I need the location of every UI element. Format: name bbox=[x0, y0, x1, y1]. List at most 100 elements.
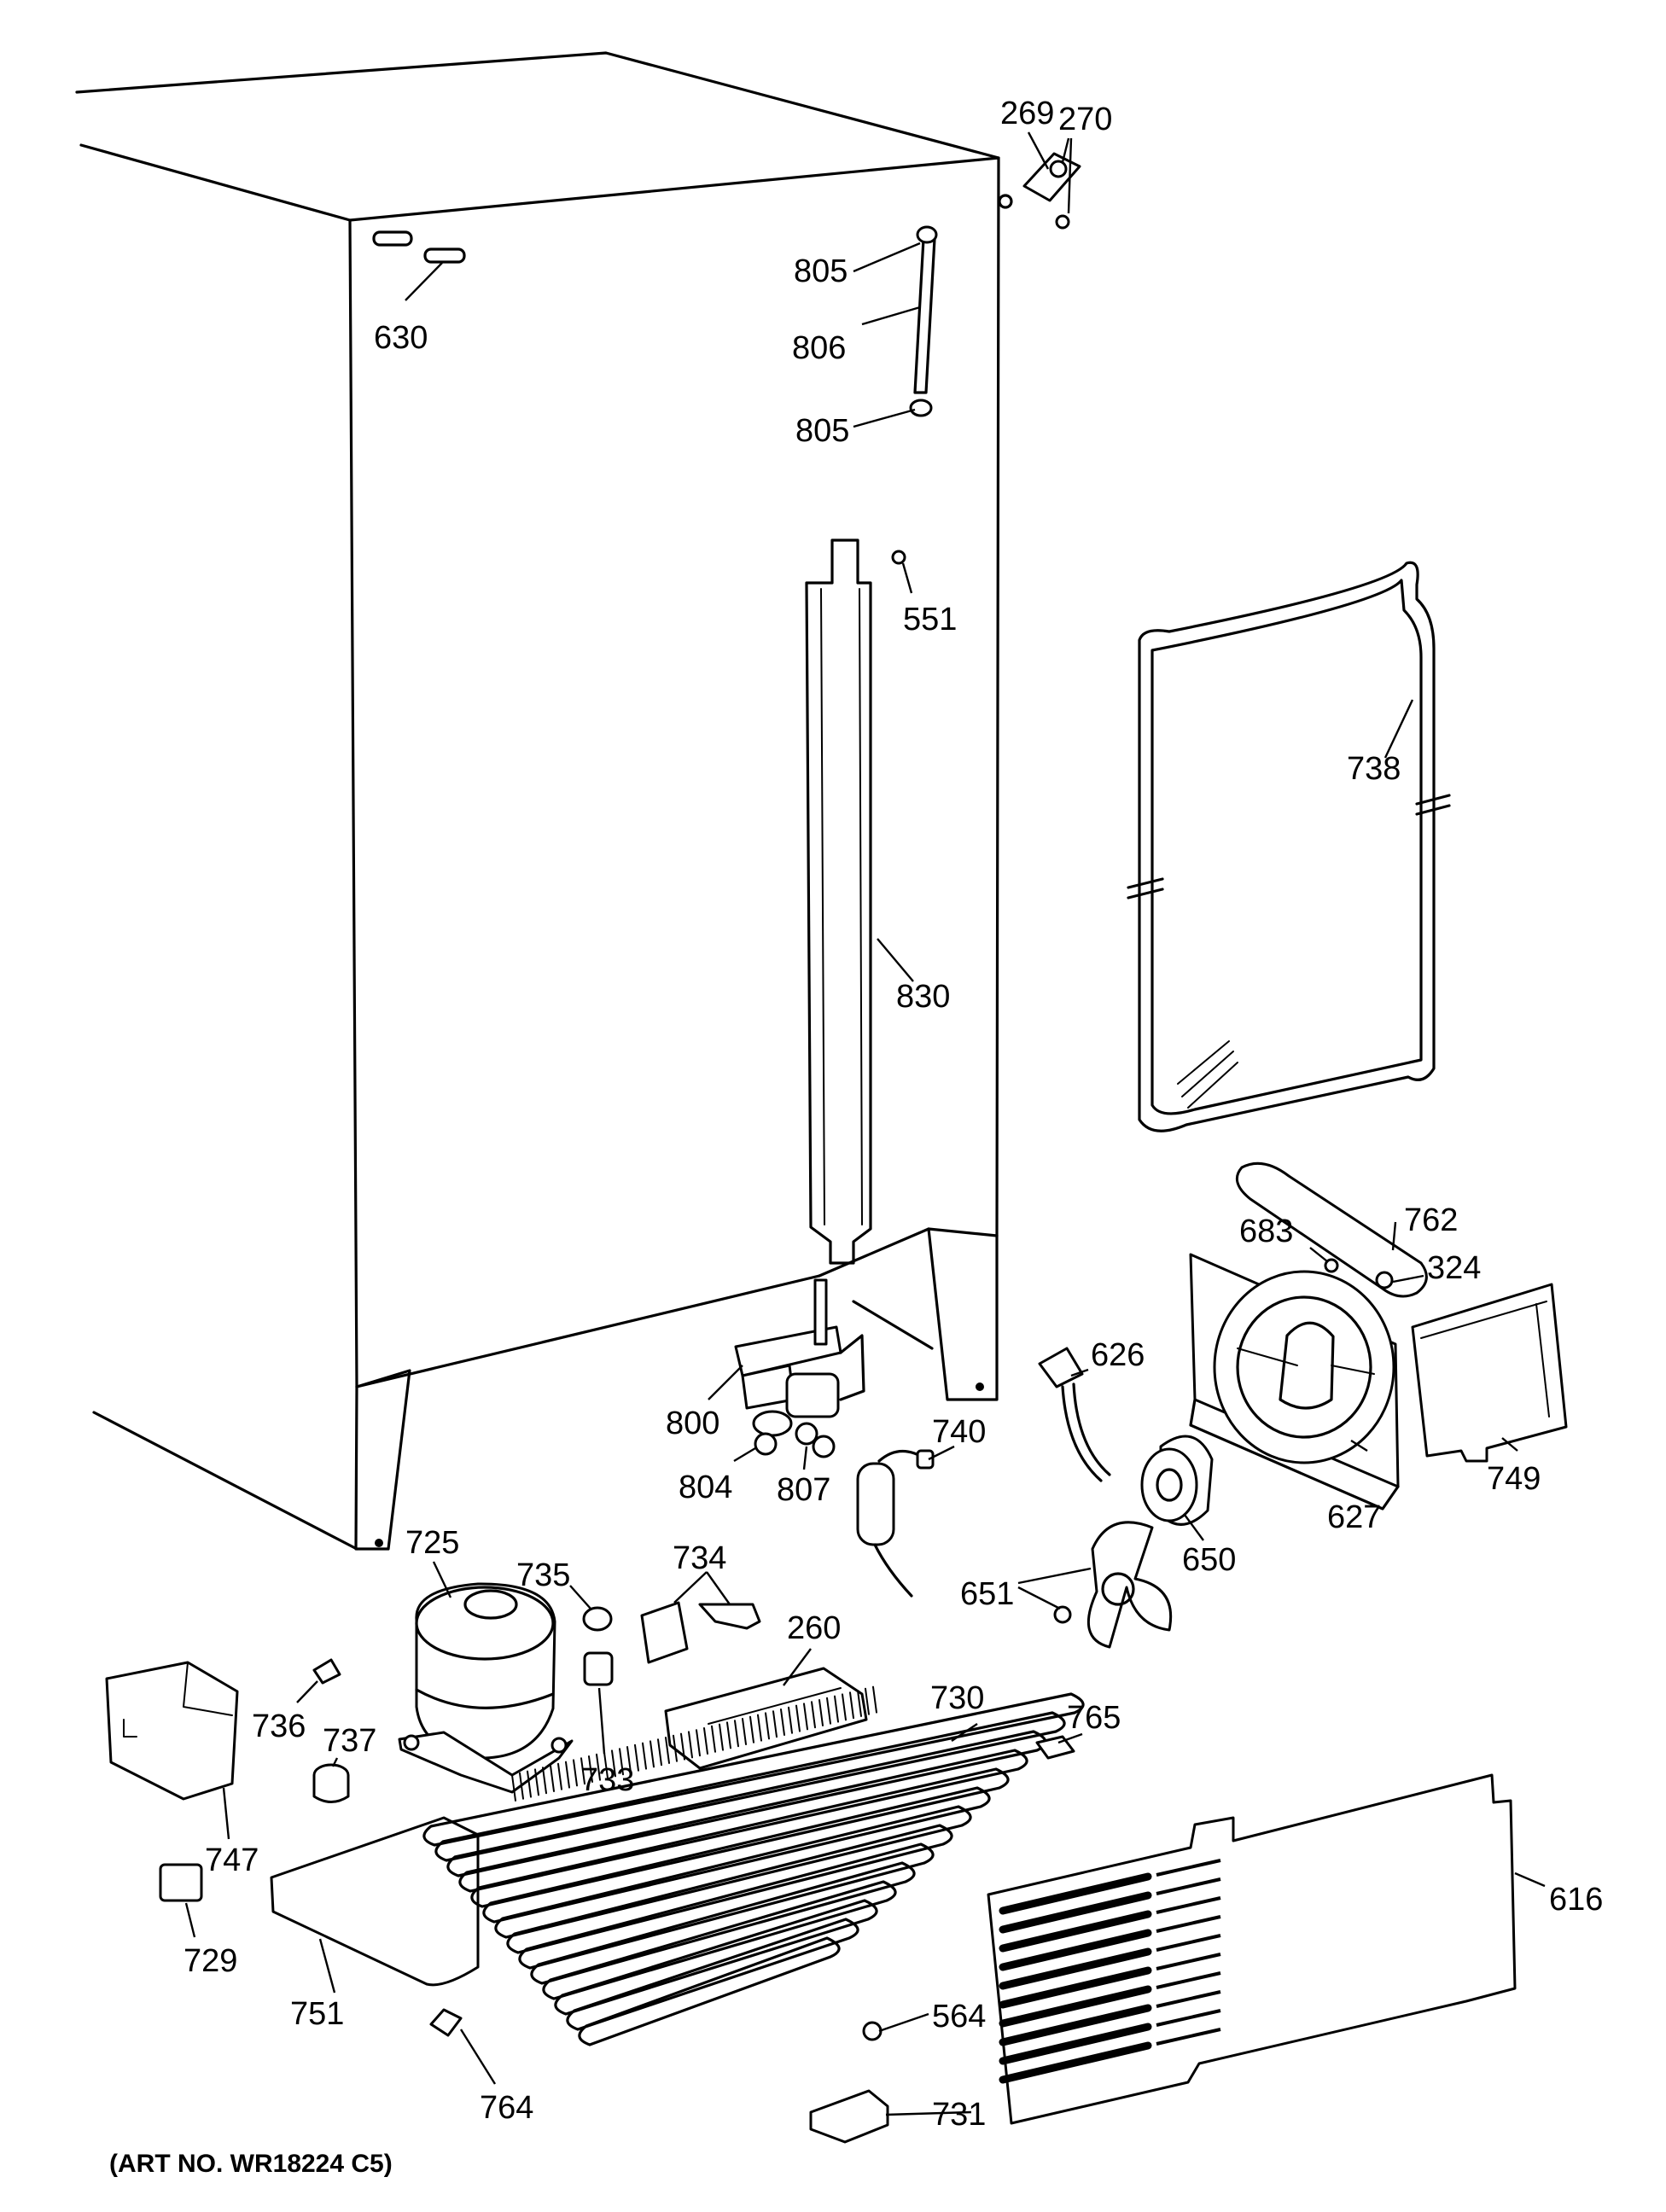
coil-fin bbox=[818, 1699, 824, 1726]
grille-slot bbox=[999, 2041, 1152, 2084]
coil-fin bbox=[749, 1715, 754, 1743]
coil-fin bbox=[742, 1718, 747, 1745]
label-805-top: 805 bbox=[794, 253, 848, 289]
coil-fin bbox=[680, 1732, 685, 1761]
grille-slots bbox=[999, 1859, 1221, 2084]
coil-fin bbox=[550, 1765, 555, 1792]
coil-fin bbox=[665, 1737, 670, 1764]
coil-loop bbox=[542, 1880, 897, 2000]
grille-slot bbox=[999, 1872, 1152, 1915]
coil-fin bbox=[696, 1729, 701, 1757]
part-740-capacitor bbox=[856, 1449, 935, 1598]
label-735: 735 bbox=[516, 1557, 570, 1593]
label-260: 260 bbox=[787, 1610, 841, 1646]
coil-fin bbox=[511, 1774, 516, 1802]
part-729-relay bbox=[159, 1863, 203, 1902]
part-807-fitting bbox=[795, 1422, 818, 1446]
coil-fin bbox=[565, 1761, 570, 1789]
coil-loop bbox=[470, 1767, 1010, 1908]
coil-loop bbox=[494, 1805, 972, 1939]
label-324: 324 bbox=[1427, 1250, 1481, 1286]
label-616: 616 bbox=[1549, 1882, 1603, 1918]
part-labels: 269 270 805 806 805 630 551 738 830 762 … bbox=[183, 96, 1603, 2133]
coil-fin bbox=[719, 1723, 724, 1751]
label-651: 651 bbox=[960, 1576, 1014, 1612]
coil-fin bbox=[642, 1742, 647, 1770]
label-749: 749 bbox=[1487, 1461, 1541, 1497]
coil-fin bbox=[650, 1740, 655, 1768]
coil-fin bbox=[519, 1772, 524, 1800]
part-806-tube bbox=[909, 225, 938, 417]
coil-fin bbox=[588, 1755, 593, 1783]
label-626: 626 bbox=[1091, 1337, 1145, 1373]
label-736: 736 bbox=[252, 1708, 306, 1744]
label-551: 551 bbox=[903, 602, 957, 637]
label-807: 807 bbox=[777, 1472, 830, 1508]
coil-fin bbox=[527, 1770, 532, 1798]
label-804: 804 bbox=[679, 1470, 732, 1505]
coil-fin bbox=[603, 1751, 609, 1779]
coil-fin bbox=[857, 1690, 862, 1717]
coil-loop bbox=[578, 1936, 841, 2046]
label-830: 830 bbox=[896, 979, 950, 1015]
grille-slot-thin bbox=[1156, 1990, 1221, 2008]
coil-fin bbox=[788, 1706, 793, 1734]
coil-loop bbox=[482, 1786, 991, 1924]
label-737: 737 bbox=[323, 1723, 376, 1759]
label-764: 764 bbox=[480, 2090, 533, 2126]
part-725-compressor bbox=[398, 1582, 574, 1794]
label-747: 747 bbox=[205, 1842, 259, 1878]
label-740: 740 bbox=[932, 1414, 986, 1450]
label-725: 725 bbox=[405, 1525, 459, 1561]
coil-fin bbox=[573, 1759, 578, 1787]
coil-fin bbox=[826, 1697, 831, 1725]
coil-fin bbox=[596, 1753, 601, 1781]
label-627: 627 bbox=[1327, 1499, 1381, 1535]
part-627-fan-shroud bbox=[1189, 1253, 1400, 1511]
grille-slot-thin bbox=[1156, 1859, 1221, 1877]
part-651-fan-blade bbox=[1053, 1521, 1173, 1649]
label-683: 683 bbox=[1239, 1214, 1293, 1249]
part-738-gasket bbox=[1127, 561, 1451, 1132]
label-734: 734 bbox=[673, 1540, 726, 1576]
coil-fin bbox=[757, 1714, 762, 1742]
grille-slot-thin bbox=[1156, 2009, 1221, 2027]
coil-loop bbox=[446, 1730, 1047, 1877]
part-616-grille bbox=[987, 1773, 1517, 2125]
part-751-base bbox=[270, 1816, 480, 1987]
coil-fin bbox=[849, 1691, 854, 1720]
label-729: 729 bbox=[183, 1943, 237, 1979]
part-800-water-valve bbox=[734, 1278, 865, 1458]
part-269-hinge bbox=[1022, 152, 1081, 230]
part-830-channel bbox=[805, 538, 872, 1265]
part-764-clip bbox=[429, 2008, 463, 2037]
coil-fin bbox=[580, 1757, 585, 1785]
part-735-grommet bbox=[582, 1606, 613, 1632]
coil-loop bbox=[554, 1899, 878, 2016]
label-806: 806 bbox=[792, 330, 846, 366]
part-551-screw bbox=[891, 550, 906, 565]
coil-fin bbox=[734, 1720, 739, 1748]
coil-fin bbox=[634, 1743, 639, 1772]
part-731-bracket bbox=[809, 2089, 889, 2144]
label-800: 800 bbox=[666, 1406, 719, 1441]
label-730: 730 bbox=[930, 1680, 984, 1716]
coil-fin bbox=[557, 1762, 562, 1790]
coil-fin bbox=[772, 1710, 778, 1738]
coil-fin bbox=[626, 1746, 632, 1773]
coil-fin bbox=[795, 1704, 801, 1732]
part-650-motor bbox=[1140, 1435, 1214, 1526]
coil-fin bbox=[803, 1703, 808, 1731]
coil-fin bbox=[834, 1695, 839, 1723]
part-747-cover bbox=[105, 1661, 239, 1801]
coil-fin bbox=[865, 1687, 870, 1715]
grille-slot-thin bbox=[1156, 1953, 1221, 1970]
coil-loop bbox=[518, 1842, 935, 1970]
label-731: 731 bbox=[932, 2097, 986, 2133]
part-683-screw bbox=[1324, 1258, 1339, 1273]
coil-fin bbox=[673, 1734, 678, 1762]
part-733-relay bbox=[583, 1651, 614, 1686]
coil-fin bbox=[872, 1685, 877, 1714]
label-762: 762 bbox=[1404, 1202, 1458, 1238]
